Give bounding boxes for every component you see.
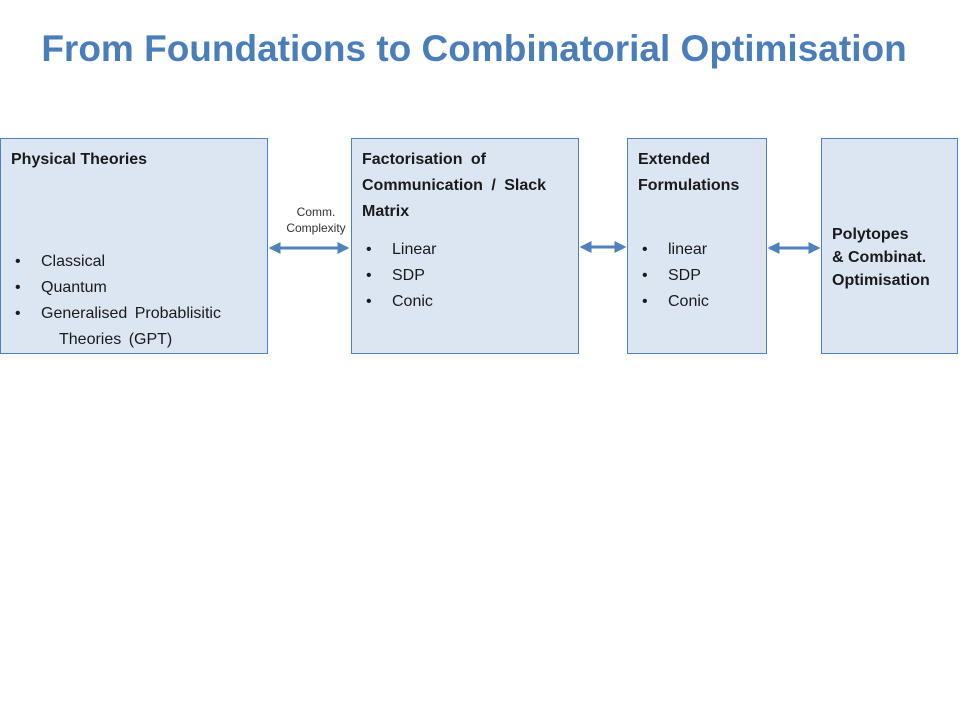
arrow-label-comm-complexity: Comm. Complexity [268,204,364,236]
bullet-list: linear SDP Conic [638,237,766,315]
list-item: SDP [638,263,766,289]
bullet-list: Classical Quantum Generalised Probablisi… [11,249,267,327]
box-physical-theories: Physical Theories Classical Quantum Gene… [0,138,268,354]
list-item: Linear [362,237,578,263]
list-item: Quantum [11,275,267,301]
list-item: Conic [638,289,766,315]
box-heading-line: Matrix [362,203,410,220]
box-heading-line: Extended [638,151,711,168]
box-heading-line: Communication / Slack [362,177,547,194]
list-item-continuation: Theories (GPT) [59,331,173,348]
bullet-list: Linear SDP Conic [362,237,578,315]
box-heading-line: Polytopes [832,226,909,243]
box-extended-formulations: Extended Formulations linear SDP Conic [627,138,767,354]
box-heading: Physical Theories [11,151,148,168]
box-heading-line: Formulations [638,177,740,194]
slide-title: From Foundations to Combinatorial Optimi… [41,28,907,69]
list-item: linear [638,237,766,263]
list-item: SDP [362,263,578,289]
box-heading-line: Optimisation [832,272,930,289]
arrow-label-line: Comm. [296,205,336,219]
box-heading-line: Factorisation of [362,151,487,168]
list-item: Classical [11,249,267,275]
list-item: Generalised Probablisitic [11,301,267,327]
box-factorisation: Factorisation of Communication / Slack M… [351,138,579,354]
list-item: Conic [362,289,578,315]
arrow-label-line: Complexity [286,221,346,235]
box-heading-line: & Combinat. [832,249,927,266]
box-polytopes: Polytopes & Combinat. Optimisation [821,138,958,354]
